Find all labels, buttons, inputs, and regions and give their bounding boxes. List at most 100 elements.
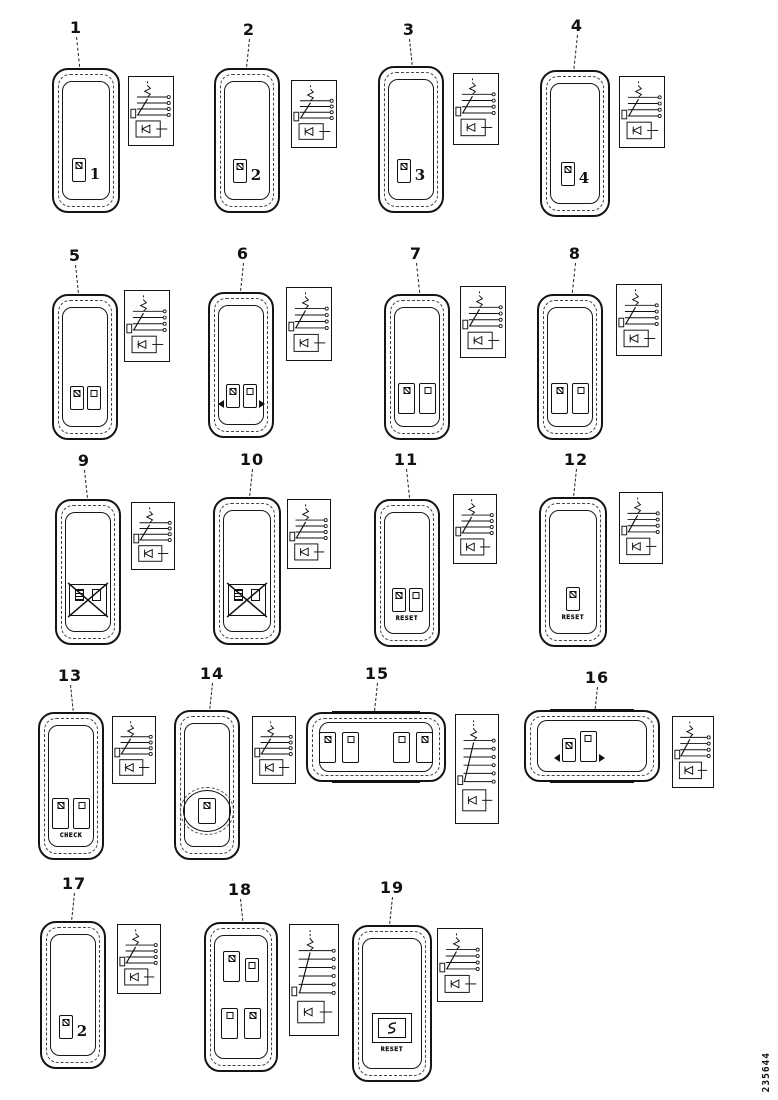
item-callout-number[interactable]: 15	[364, 664, 390, 683]
switch-body[interactable]: RESET	[374, 499, 440, 647]
switch-body[interactable]	[174, 710, 240, 860]
button-window-icon	[556, 386, 563, 394]
callout-leader-line	[389, 896, 393, 924]
switch-bezel-outline	[384, 72, 438, 207]
switch-body[interactable]	[213, 497, 281, 645]
item-callout-number[interactable]: 16	[584, 668, 610, 687]
switch-body[interactable]: 2	[40, 921, 106, 1069]
rocker-button[interactable]	[566, 587, 580, 612]
rocker-button[interactable]	[561, 737, 576, 762]
item-callout-number[interactable]: 3	[402, 20, 416, 39]
rocker-button[interactable]	[579, 730, 597, 762]
switch-bezel-outline	[380, 505, 434, 641]
rotary-ring-icon[interactable]	[180, 787, 234, 836]
rocker-button[interactable]	[342, 731, 359, 763]
rocker-button[interactable]	[396, 158, 411, 183]
rocker-button[interactable]	[419, 382, 436, 414]
callout-leader-line	[409, 38, 413, 65]
rocker-button[interactable]	[244, 1007, 261, 1039]
item-callout-number[interactable]: 13	[57, 666, 83, 685]
switch-body[interactable]: 4	[540, 70, 610, 217]
switch-body[interactable]	[204, 922, 278, 1072]
item-callout-number[interactable]: 2	[242, 20, 256, 39]
figure-code: 235644	[761, 1051, 772, 1092]
symbol-button[interactable]	[372, 1012, 412, 1043]
rocker-button[interactable]	[86, 385, 101, 410]
switch-body[interactable]	[524, 709, 660, 783]
switch-body[interactable]	[384, 294, 450, 440]
item-callout-number[interactable]: 6	[236, 244, 250, 263]
switch-face-numeral: 2	[250, 165, 262, 184]
button-window-icon	[584, 734, 592, 742]
switch-body[interactable]	[55, 499, 121, 645]
rocker-button[interactable]	[572, 382, 589, 414]
wiring-schematic-box	[131, 502, 175, 570]
rocker-button[interactable]	[225, 383, 240, 408]
item-callout-number[interactable]: 19	[379, 878, 405, 897]
button-window-icon	[236, 162, 244, 170]
button-window-icon	[246, 387, 253, 395]
switch-face-text: CHECK	[59, 830, 83, 839]
wiring-schematic-box	[117, 924, 161, 994]
window-lock-icon[interactable]	[67, 582, 109, 618]
button-row: 2	[232, 158, 262, 184]
switch-body[interactable]	[208, 292, 274, 438]
item-callout-number[interactable]: 4	[570, 16, 584, 35]
rocker-button[interactable]	[551, 382, 568, 414]
item-callout-number[interactable]: 12	[563, 450, 589, 469]
rocker-button[interactable]	[560, 161, 575, 186]
switch-body[interactable]: 1	[52, 68, 120, 213]
item-callout-number[interactable]: 5	[68, 246, 82, 265]
switch-face: RESET	[362, 938, 422, 1069]
switch-body[interactable]: 2	[214, 68, 280, 213]
rocker-button[interactable]	[69, 385, 84, 410]
switch-body[interactable]: RESET	[352, 925, 432, 1082]
circuit-schematic-icon	[462, 291, 503, 350]
switch-body[interactable]: CHECK	[38, 712, 104, 860]
button-window-icon	[564, 165, 572, 173]
item-callout-number[interactable]: 8	[568, 244, 582, 263]
rocker-button[interactable]	[52, 797, 69, 829]
window-lock-icon[interactable]	[226, 581, 268, 618]
rocker-button[interactable]	[221, 1007, 238, 1039]
callout-leader-line	[76, 36, 81, 67]
item-callout-number[interactable]: 11	[393, 450, 419, 469]
switch-face	[65, 512, 111, 632]
rocker-button[interactable]	[391, 587, 406, 612]
wiring-schematic-box	[455, 714, 499, 824]
rocker-button[interactable]	[245, 957, 259, 982]
rocker-button[interactable]	[393, 731, 410, 763]
item-callout-number[interactable]: 7	[409, 244, 423, 263]
rocker-button[interactable]	[416, 731, 433, 763]
circuit-schematic-icon	[119, 929, 158, 986]
rocker-button[interactable]	[242, 383, 257, 408]
switch-body[interactable]	[52, 294, 118, 440]
switch-body[interactable]	[537, 294, 603, 440]
item-callout-number[interactable]: 18	[227, 880, 253, 899]
rocker-button[interactable]	[58, 1014, 73, 1039]
rocker-button[interactable]	[73, 797, 90, 829]
rocker-button[interactable]	[398, 382, 415, 414]
button-window-icon	[248, 961, 256, 969]
rocker-button[interactable]	[408, 587, 423, 612]
item-callout-number[interactable]: 1	[69, 18, 83, 37]
switch-face-numeral: 1	[89, 165, 101, 184]
item-callout-number[interactable]: 9	[77, 451, 91, 470]
wiring-schematic-box	[672, 716, 714, 788]
button-window-icon	[78, 801, 85, 809]
switch-body[interactable]: RESET	[539, 497, 607, 647]
button-row	[553, 730, 605, 762]
switch-body[interactable]: 3	[378, 66, 444, 213]
switch-body[interactable]	[306, 711, 446, 783]
rocker-button[interactable]	[71, 158, 86, 183]
item-callout-number[interactable]: 14	[199, 664, 225, 683]
item-callout-number[interactable]: 17	[61, 874, 87, 893]
item-callout-number[interactable]: 10	[239, 450, 265, 469]
rocker-button[interactable]	[232, 158, 247, 183]
switch-face-text: RESET	[380, 1044, 404, 1053]
rocker-button[interactable]	[198, 798, 216, 825]
rocker-button[interactable]	[319, 731, 336, 763]
rocker-button[interactable]	[223, 950, 240, 982]
button-row	[391, 587, 423, 612]
